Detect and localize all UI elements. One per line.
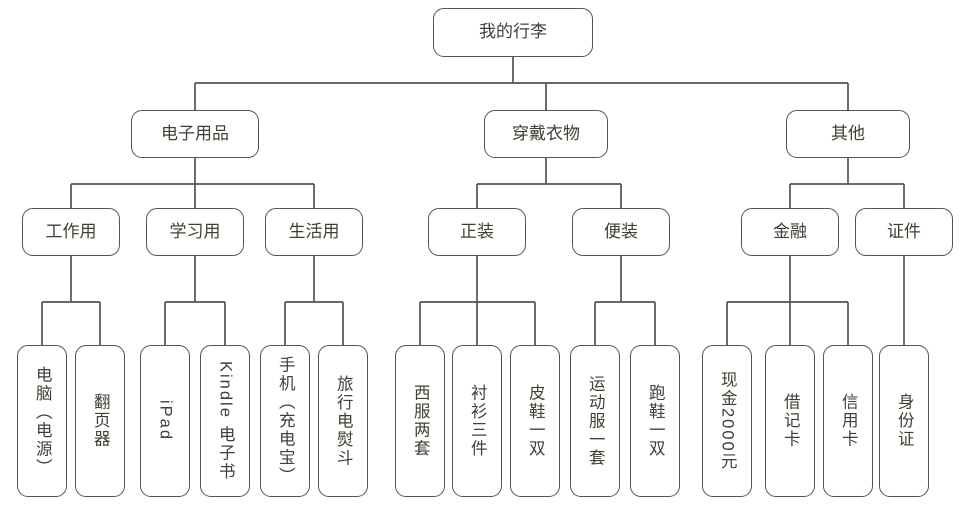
leaf-sportswear[interactable]: 运动服一套 [570,345,620,497]
node-casual-wear[interactable]: 便装 [572,208,670,256]
leaf-debit-card[interactable]: 借记卡 [765,345,815,497]
leaf-id-card[interactable]: 身份证 [879,345,929,497]
node-others[interactable]: 其他 [786,110,910,158]
node-work-use[interactable]: 工作用 [22,208,120,256]
node-clothing[interactable]: 穿戴衣物 [484,110,608,158]
node-formal-wear[interactable]: 正装 [428,208,526,256]
leaf-running-shoes[interactable]: 跑鞋一双 [630,345,680,497]
node-study-use[interactable]: 学习用 [146,208,244,256]
leaf-leather-shoes[interactable]: 皮鞋一双 [510,345,560,497]
leaf-kindle-ebook[interactable]: Kindle 电子书 [200,345,250,497]
leaf-cash[interactable]: 现金2000元 [702,345,752,497]
leaf-shirts-three[interactable]: 衬衫三件 [452,345,502,497]
leaf-page-turner[interactable]: 翻页器 [75,345,125,497]
leaf-suits-two[interactable]: 西服两套 [395,345,445,497]
leaf-computer-power[interactable]: 电脑（电源） [17,345,67,497]
leaf-phone-powerbank[interactable]: 手机（充电宝） [260,345,310,497]
node-daily-use[interactable]: 生活用 [265,208,363,256]
leaf-travel-iron[interactable]: 旅行电熨斗 [318,345,368,497]
leaf-ipad[interactable]: iPad [140,345,190,497]
node-finance[interactable]: 金融 [741,208,839,256]
leaf-credit-card[interactable]: 信用卡 [823,345,873,497]
node-electronics[interactable]: 电子用品 [131,110,259,158]
node-root-my-luggage[interactable]: 我的行李 [433,8,593,57]
node-documents[interactable]: 证件 [855,208,953,256]
